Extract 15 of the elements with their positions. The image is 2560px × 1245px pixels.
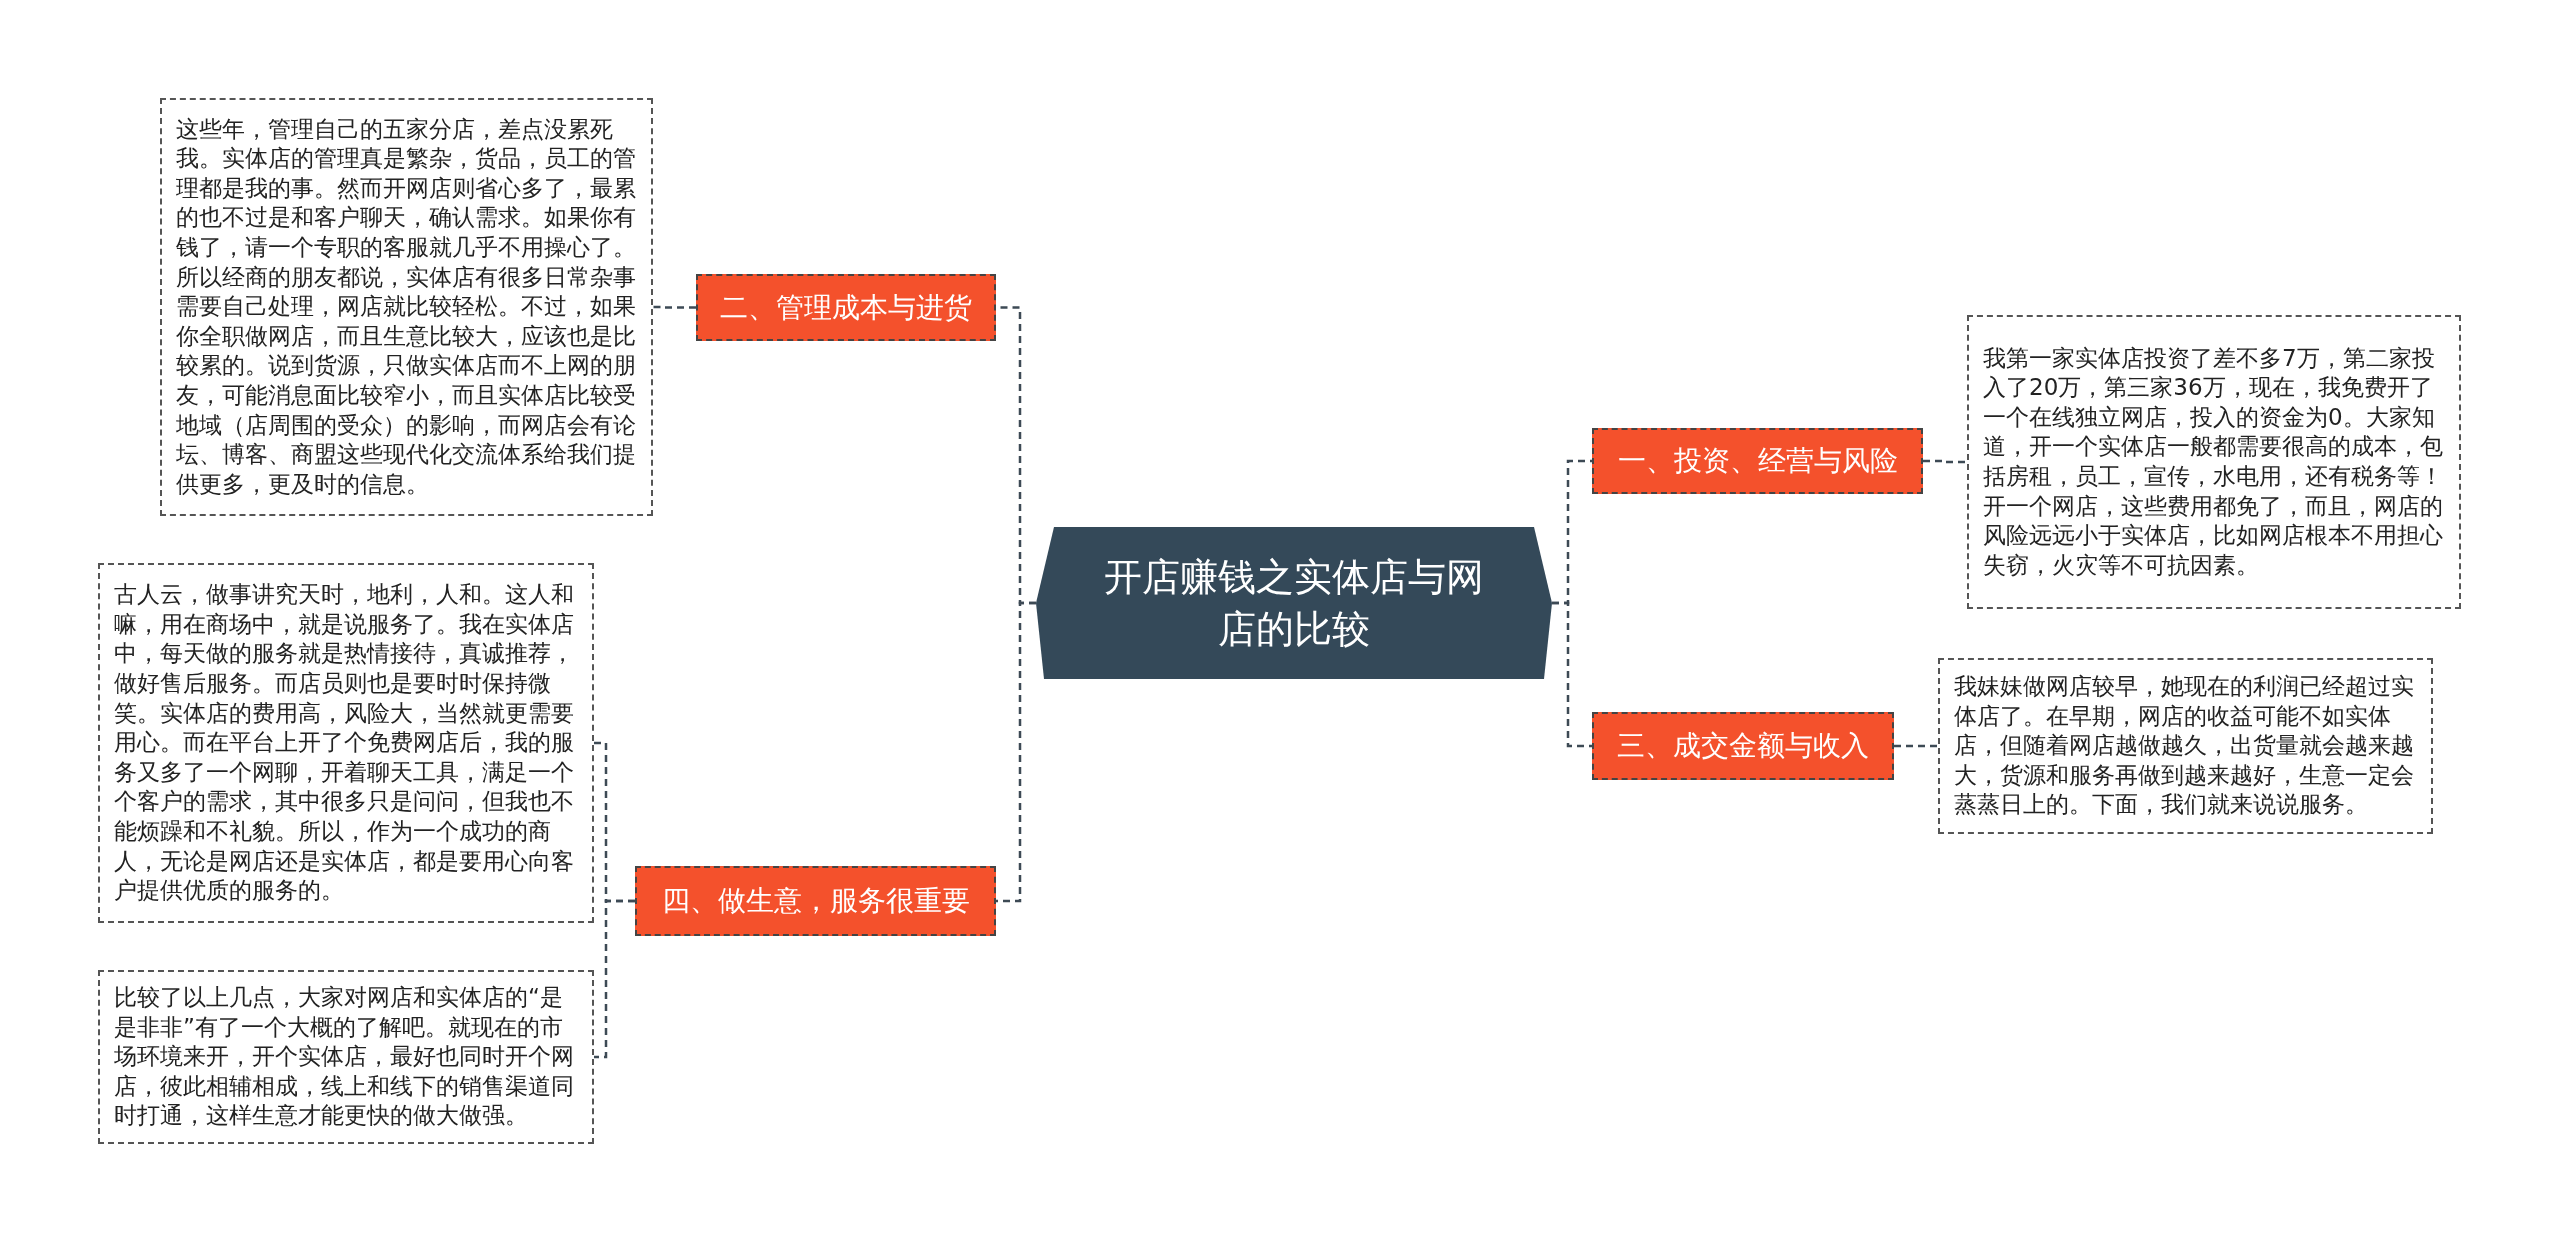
connector-line: [653, 305, 696, 309]
connector-line: [1552, 601, 1592, 748]
connector-line: [1894, 744, 1938, 748]
topic-box: 三、成交金额与收入: [1592, 712, 1894, 780]
topic-box: 二、管理成本与进货: [696, 274, 996, 341]
connector-line: [1923, 459, 1967, 464]
topic-box: 四、做生意，服务很重要: [635, 866, 996, 936]
text-box: 我第一家实体店投资了差不多7万，第二家投入了20万，第三家36万，现在，我免费开了一个在线独立网店，投入的资金为0。大家知道，开一个实体店一般都需要很高的成本，包括房租，员工，宣传，水电用，还有税务等！开一个网店，这些费用都免了，而且，网店的风险远远小于实体店，比如网店根本不用担心失窃，火灾等不可抗因素。: [1967, 315, 2461, 609]
text-box: 我妹妹做网店较早，她现在的利润已经超过实体店了。在早期，网店的收益可能不如实体店，但随着网店越做越久，出货量就会越来越大，货源和服务再做到越来越好，生意一定会蒸蒸日上的。下面，我们就来说说服务。: [1938, 658, 2433, 834]
text-box: 这些年，管理自己的五家分店，差点没累死我。实体店的管理真是繁杂，货品，员工的管理都是我的事。然而开网店则省心多了，最累的也不过是和客户聊天，确认需求。如果你有钱了，请一个专职的客服就几乎不用操心了。所以经商的朋友都说，实体店有很多日常杂事需要自己处理，网店就比较轻松。不过，如果你全职做网店，而且生意比较大，应该也是比较累的。说到货源，只做实体店而不上网的朋友，可能消息面比较窄小，而且实体店比较受地域（店周围的受众）的影响，而网店会有论坛、博客、商盟这些现代化交流体系给我们提供更多，更及时的信息。: [160, 98, 653, 516]
topic-box: 一、投资、经营与风险: [1592, 428, 1923, 494]
connector-line: [594, 899, 635, 1059]
text-box: 古人云，做事讲究天时，地利，人和。这人和嘛，用在商场中，就是说服务了。我在实体店中，每天做的服务就是热情接待，真诚推荐，做好售后服务。而店员则也是要时时保持微笑。实体店的费用高，风险大，当然就更需要用心。而在平台上开了个免费网店后，我的服务又多了一个网聊，开着聊天工具，满足一个个客户的需求，其中很多只是问问，但我也不能烦躁和不礼貌。所以，作为一个成功的商人，无论是网店还是实体店，都是要用心向客户提供优质的服务的。: [98, 563, 594, 923]
central-topic: 开店赚钱之实体店与网店的比较: [1036, 527, 1552, 679]
text-box: 比较了以上几点，大家对网店和实体店的“是是非非”有了一个大概的了解吧。就现在的市场环境来开，开个实体店，最好也同时开个网店，彼此相辅相成，线上和线下的销售渠道同时打通，这样生意才能更快的做大做强。: [98, 970, 594, 1144]
